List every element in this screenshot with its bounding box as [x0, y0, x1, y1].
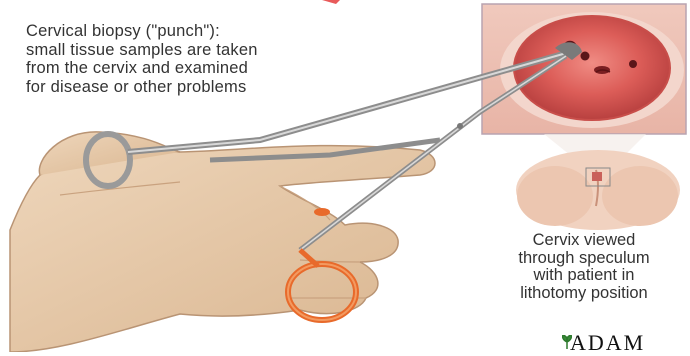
- caption-line-1: Cervical biopsy ("punch"):: [26, 22, 258, 41]
- caption-line-2: small tissue samples are taken: [26, 41, 258, 60]
- side-caption-line-1: Cervix viewed: [478, 232, 690, 250]
- caption-line-4: for disease or other problems: [26, 78, 258, 97]
- caption-line-3: from the cervix and examined: [26, 59, 258, 78]
- speculum-caption: Cervix viewed through speculum with pati…: [478, 232, 690, 302]
- top-fragment-mark: [322, 0, 340, 4]
- adam-logo: ADAM: [570, 330, 645, 356]
- side-caption-line-4: lithotomy position: [478, 285, 690, 303]
- hand: [10, 132, 435, 352]
- lithotomy-figure: [516, 150, 680, 230]
- side-caption-line-2: through speculum: [478, 250, 690, 268]
- biopsy-caption: Cervical biopsy ("punch"): small tissue …: [26, 22, 258, 96]
- side-caption-line-3: with patient in: [478, 267, 690, 285]
